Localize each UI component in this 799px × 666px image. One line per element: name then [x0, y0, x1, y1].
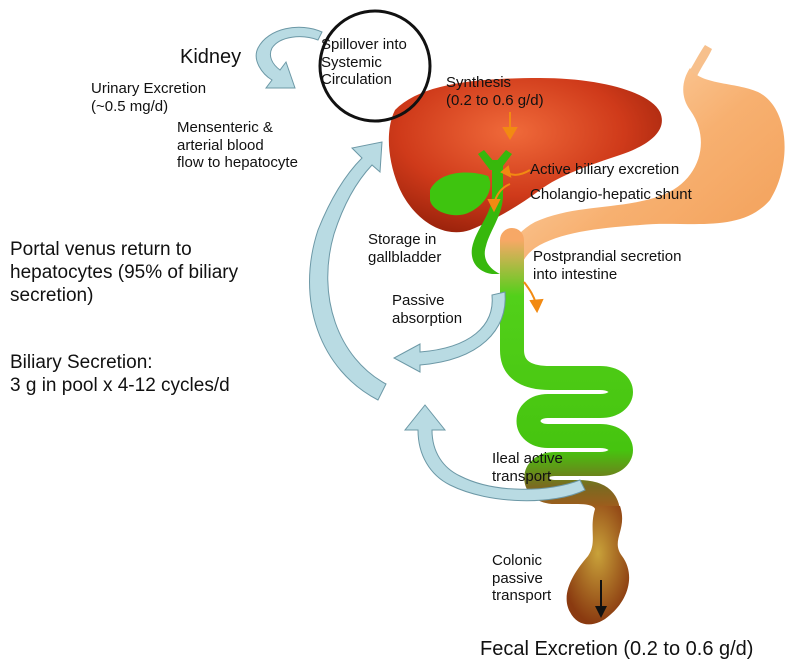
kidney-label: Kidney — [180, 46, 241, 70]
postprandial-arrow — [524, 282, 542, 311]
urinary-excretion-label: Urinary Excretion (~0.5 mg/d) — [91, 80, 206, 115]
portal-return-arrow — [310, 142, 386, 400]
biliary-secretion-label: Biliary Secretion: 3 g in pool x 4-12 cy… — [10, 351, 230, 397]
active-biliary-excretion-label: Active biliary excretion — [530, 161, 679, 179]
cholangio-hepatic-shunt-label: Cholangio-hepatic shunt — [530, 186, 692, 204]
passive-absorption-label: Passive absorption — [392, 292, 462, 327]
synthesis-label: Synthesis (0.2 to 0.6 g/d) — [446, 74, 544, 109]
gallbladder-storage-label: Storage in gallbladder — [368, 231, 441, 266]
esophagus — [690, 45, 712, 76]
ileal-transport-label: Ileal active transport — [492, 450, 563, 485]
fecal-excretion-label: Fecal Excretion (0.2 to 0.6 g/d) — [480, 638, 753, 662]
spillover-label: Spillover into Systemic Circulation — [321, 36, 407, 89]
mesenteric-flow-label: Mensenteric & arterial blood flow to hep… — [177, 119, 298, 172]
kidney-arrow — [256, 27, 322, 88]
portal-return-label: Portal venus return to hepatocytes (95% … — [10, 238, 238, 308]
postprandial-secretion-label: Postprandial secretion into intestine — [533, 248, 681, 283]
colonic-transport-label: Colonic passive transport — [492, 552, 551, 605]
